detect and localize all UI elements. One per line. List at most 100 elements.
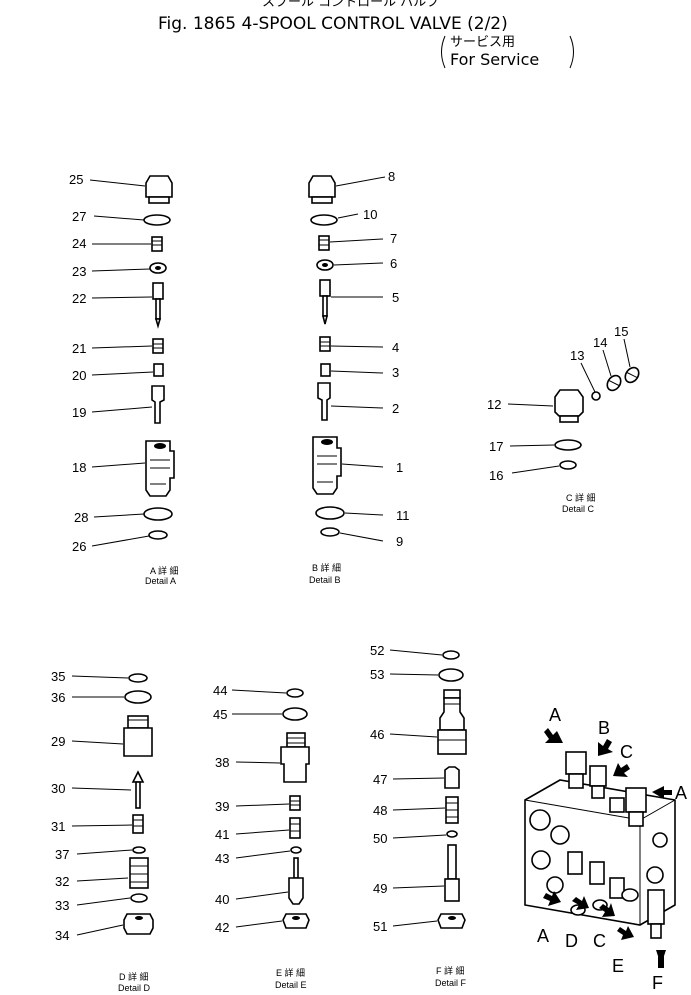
callout-6: 6 [390,256,397,271]
callout-44: 44 [213,683,227,698]
detail-d-parts [123,673,154,935]
callout-22: 22 [72,291,86,306]
arrow-b-icon [598,739,613,756]
callout-11: 11 [396,508,410,523]
assembly-letter-b: B [598,718,610,738]
callout-23: 23 [72,264,86,279]
arrow-a-top-icon [544,728,563,743]
arrow-c-bottom-icon [599,903,615,917]
callout-4: 4 [392,340,399,355]
detail-a-parts [143,175,175,540]
callout-34: 34 [55,928,69,943]
assembly-letter-a-right: A [675,783,687,803]
callout-40: 40 [215,892,229,907]
callout-36: 36 [51,690,65,705]
callout-45: 45 [213,707,227,722]
callout-27: 27 [72,209,86,224]
assembly-arrows [543,728,672,968]
callout-49: 49 [373,881,387,896]
callout-29: 29 [51,734,65,749]
callout-9: 9 [396,534,403,549]
callout-37: 37 [55,847,69,862]
callout-42: 42 [215,920,229,935]
callout-8: 8 [388,169,395,184]
assembly-letter-c-top: C [620,742,633,762]
callout-39: 39 [215,799,229,814]
callout-33: 33 [55,898,69,913]
arrow-a-bottom-icon [543,891,561,906]
callout-52: 52 [370,643,384,658]
detail-e-leaders [231,689,291,928]
detail-e-parts [280,688,310,929]
callout-3: 3 [392,365,399,380]
callout-46: 46 [370,727,384,742]
arrow-f-icon [656,950,666,968]
callout-47: 47 [373,772,387,787]
detail-d-en: Detail D [118,983,151,993]
assembly-letter-f: F [652,973,663,993]
assembly-letter-e: E [612,956,624,976]
callout-5: 5 [392,290,399,305]
assembly-letter-c-bottom: C [593,931,606,951]
detail-e-en: Detail E [275,980,307,990]
detail-d-leaders [71,675,133,936]
callout-28: 28 [74,510,88,525]
callout-50: 50 [373,831,387,846]
detail-e-jp: E 詳 細 [276,967,305,978]
assembly-letter-a-top: A [549,705,561,725]
callout-16: 16 [489,468,503,483]
assembly-letter-a-bottom: A [537,926,549,946]
detail-b-leaders [329,176,386,542]
callout-19: 19 [72,405,86,420]
callout-48: 48 [373,803,387,818]
detail-c-jp: C 詳 細 [566,492,596,503]
detail-b-jp: B 詳 細 [312,562,341,573]
subtitle-jp: スプール コントロール バルブ [262,0,439,10]
arrow-a-right-icon [652,786,672,799]
callout-35: 35 [51,669,65,684]
callout-18: 18 [72,460,86,475]
callout-15: 15 [614,324,628,339]
callout-13: 13 [570,348,584,363]
callout-2: 2 [392,401,399,416]
callout-43: 43 [215,851,229,866]
callout-31: 31 [51,819,65,834]
detail-f-leaders [389,649,447,927]
callout-41: 41 [215,827,229,842]
service-en: For Service [450,50,539,69]
callout-10: 10 [363,207,377,222]
callout-53: 53 [370,667,384,682]
assembly-letter-d: D [565,931,578,951]
callout-25: 25 [69,172,83,187]
callout-24: 24 [72,236,86,251]
detail-a-leaders [89,179,154,547]
callout-12: 12 [487,397,501,412]
figure-title: Fig. 1865 4-SPOOL CONTROL VALVE (2/2) [158,14,508,34]
callout-17: 17 [489,439,503,454]
detail-f-en: Detail F [435,978,467,988]
detail-d-jp: D 詳 細 [119,971,149,982]
detail-f-parts [437,650,467,929]
callout-26: 26 [72,539,86,554]
detail-c-en: Detail C [562,504,595,514]
detail-a-en: Detail A [145,576,176,586]
paren-right [569,35,574,69]
callout-21: 21 [72,341,86,356]
callout-20: 20 [72,368,86,383]
paren-left [441,35,446,69]
arrow-d-icon [572,896,589,910]
callout-38: 38 [215,755,229,770]
detail-a-jp: A 詳 細 [150,565,179,576]
detail-c-leaders [507,338,631,474]
callout-30: 30 [51,781,65,796]
detail-b-en: Detail B [309,575,341,585]
callout-1: 1 [396,460,403,475]
callout-14: 14 [593,335,607,350]
arrow-c-top-icon [613,763,630,777]
callout-7: 7 [390,231,397,246]
callout-51: 51 [373,919,387,934]
service-jp: サービス用 [450,35,515,50]
arrow-e-icon [617,926,634,940]
detail-c-parts [554,366,640,470]
